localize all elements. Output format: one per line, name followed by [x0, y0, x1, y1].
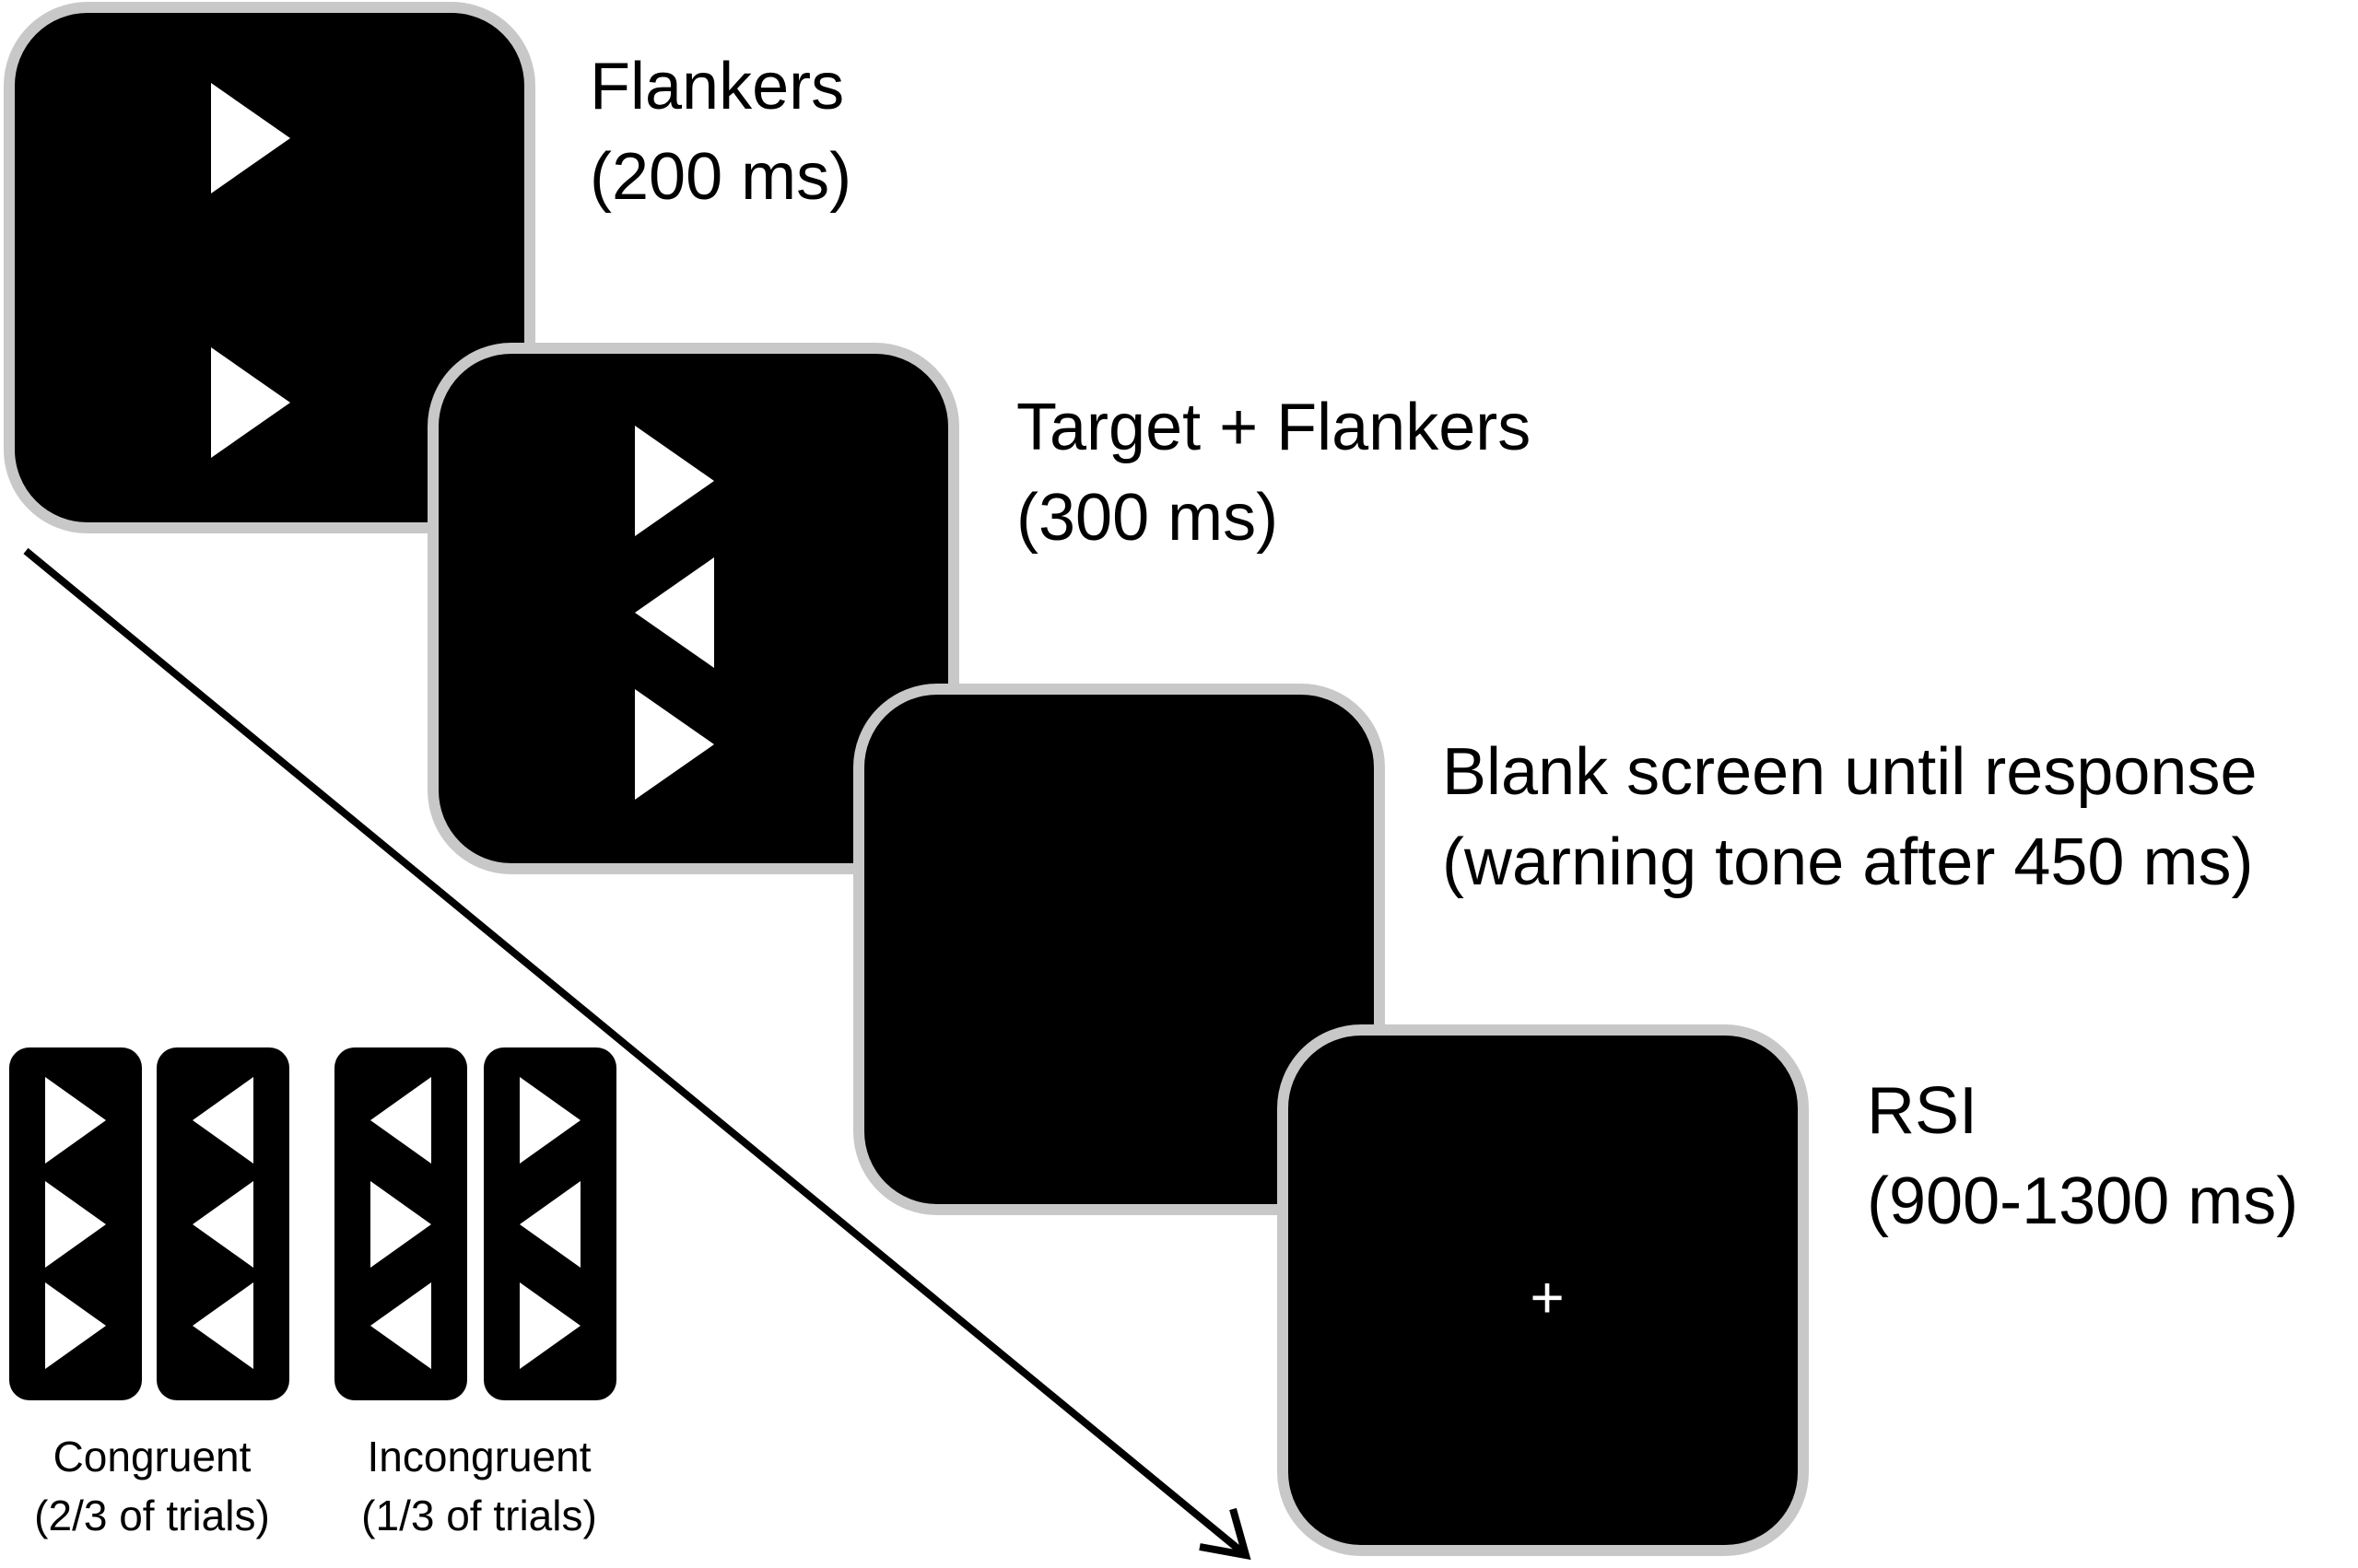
right-arrow-icon — [635, 689, 714, 800]
right-arrow-icon — [520, 1077, 581, 1164]
left-arrow-icon — [635, 557, 714, 668]
right-arrow-icon — [45, 1282, 106, 1369]
congruent-proportion: (2/3 of trials) — [34, 1492, 270, 1539]
time-arrow — [23, 547, 1251, 1561]
right-arrow-icon — [45, 1181, 106, 1268]
left-arrow-icon — [520, 1181, 581, 1268]
time-arrow-line — [23, 547, 1249, 1559]
left-arrow-icon — [193, 1282, 253, 1369]
label-flankers: Flankers (200 ms) — [590, 50, 851, 214]
screen-flankers-arrows — [211, 83, 290, 458]
screen-flankers — [4, 2, 535, 533]
incongruent-proportion: (1/3 of trials) — [361, 1492, 597, 1539]
left-arrow-icon — [193, 1077, 253, 1164]
screen-flankers-frame — [4, 2, 535, 533]
congruent-caption: Congruent — [53, 1433, 252, 1480]
label-rsi-duration: (900-1300 ms) — [1867, 1164, 2298, 1238]
right-arrow-icon — [45, 1077, 106, 1164]
incongruent-example-right-target — [334, 1047, 467, 1400]
right-arrow-icon — [211, 347, 290, 458]
left-arrow-icon — [193, 1181, 253, 1268]
fixation-cross: + — [1530, 1264, 1564, 1330]
left-arrow-icon — [370, 1282, 431, 1369]
right-arrow-icon — [211, 83, 290, 193]
congruent-example-left — [157, 1047, 289, 1400]
screen-rsi: + — [1277, 1024, 1809, 1556]
incongruent-example-left-target — [484, 1047, 616, 1400]
screen-blank-frame — [853, 684, 1385, 1215]
screen-target-flankers-arrows — [635, 426, 714, 800]
congruent-example-right — [9, 1047, 142, 1400]
screen-rsi-frame — [1277, 1024, 1809, 1556]
label-blank: Blank screen until response (warning ton… — [1442, 735, 2258, 899]
label-target-flankers: Target + Flankers (300 ms) — [1016, 391, 1531, 555]
label-blank-duration: (warning tone after 450 ms) — [1442, 825, 2253, 899]
label-flankers-duration: (200 ms) — [590, 140, 851, 214]
label-target-flankers-duration: (300 ms) — [1016, 481, 1278, 555]
condition-examples: Congruent (2/3 of trials) Incongruent (1… — [9, 1047, 616, 1539]
label-rsi-name: RSI — [1867, 1074, 1977, 1148]
screen-target-flankers — [428, 343, 959, 874]
label-blank-name: Blank screen until response — [1442, 735, 2258, 809]
label-target-flankers-name: Target + Flankers — [1016, 391, 1531, 464]
right-arrow-icon — [635, 426, 714, 536]
label-rsi: RSI (900-1300 ms) — [1867, 1074, 2298, 1238]
right-arrow-icon — [370, 1181, 431, 1268]
time-arrow-head — [1199, 1507, 1251, 1561]
right-arrow-icon — [520, 1282, 581, 1369]
label-flankers-name: Flankers — [590, 50, 844, 123]
incongruent-caption: Incongruent — [368, 1433, 592, 1480]
left-arrow-icon — [370, 1077, 431, 1164]
screen-blank — [853, 684, 1385, 1215]
